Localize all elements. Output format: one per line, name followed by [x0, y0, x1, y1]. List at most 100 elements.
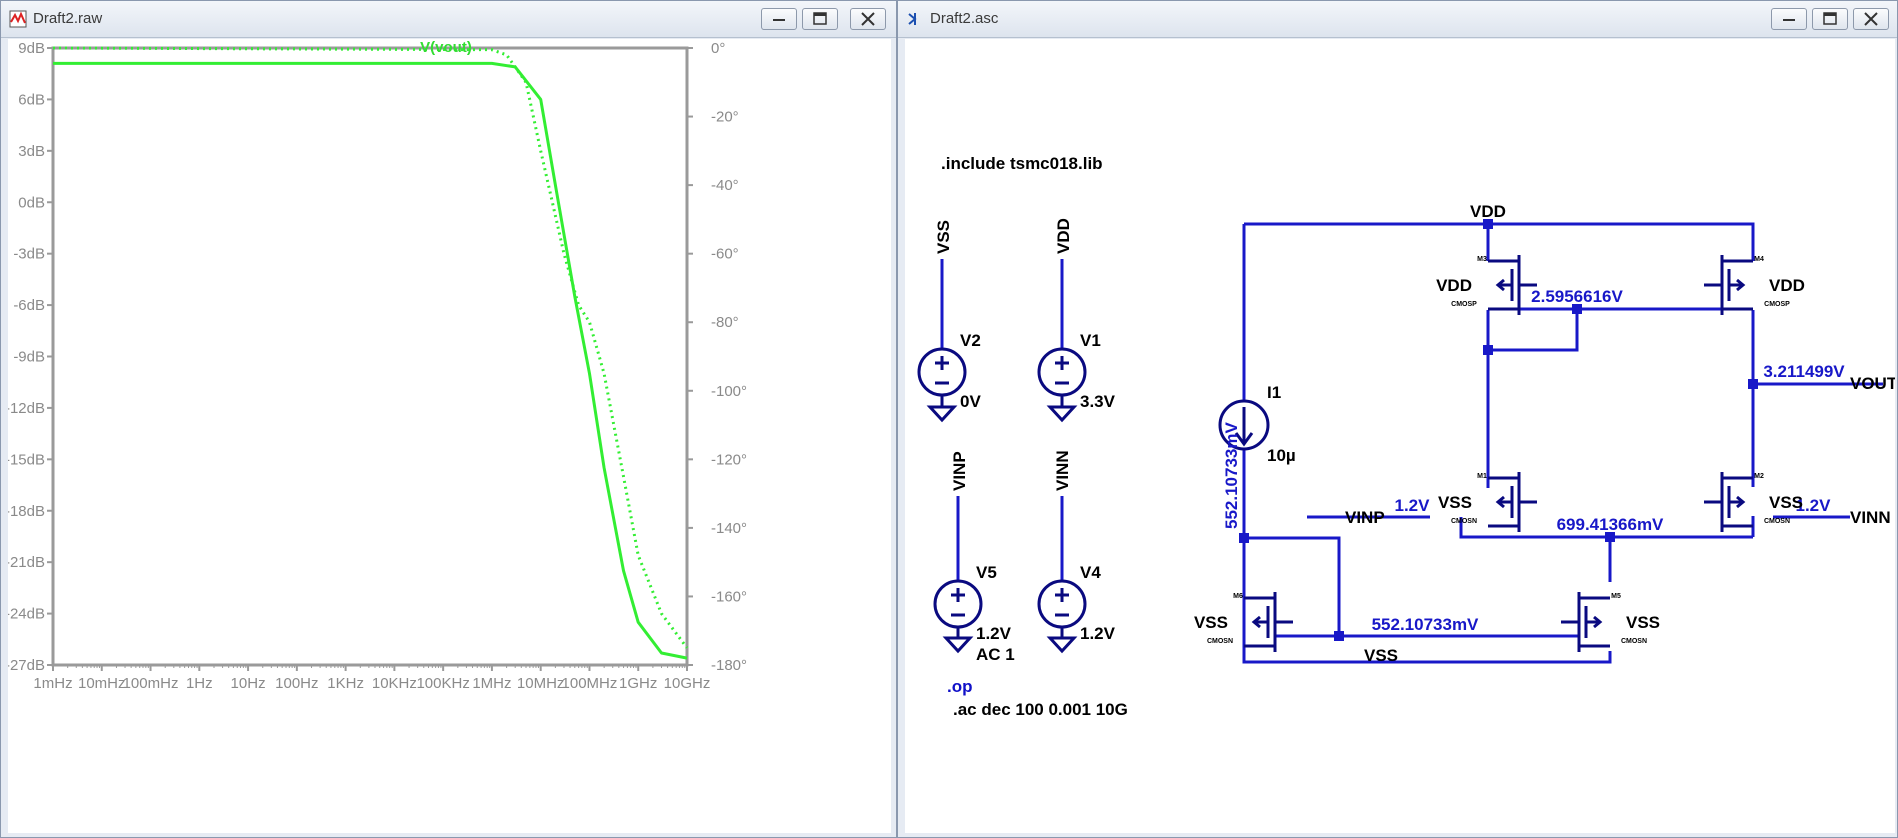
minimize-icon	[1783, 19, 1795, 21]
restore-icon	[813, 12, 827, 25]
plot-window-title: Draft2.raw	[33, 10, 103, 27]
mosfet-name: M6	[1233, 593, 1243, 600]
source-ac: AC 1	[976, 645, 1015, 664]
mosfet-model: CMOSN	[1621, 638, 1647, 645]
schematic-window[interactable]: Draft2.asc .include tsmc018.li	[897, 0, 1898, 838]
magnitude-trace[interactable]	[53, 61, 688, 660]
restore-icon	[1823, 12, 1837, 25]
y-left-tick-label: 9dB	[18, 40, 45, 57]
op-label-vinp-gate: 1.2V	[1395, 496, 1431, 515]
y-right-tick-label: -120°	[711, 451, 747, 468]
net-label-vdd: VDD	[1054, 218, 1073, 254]
source-v4[interactable]: VINN V4 1.2V	[1037, 450, 1116, 653]
plot-titlebar[interactable]: Draft2.raw	[1, 1, 896, 38]
x-tick-label: 10KHz	[372, 675, 417, 692]
minimize-button[interactable]	[761, 8, 797, 30]
source-v2[interactable]: VSS V2 0V	[917, 220, 981, 422]
mosfet-model: CMOSN	[1451, 518, 1477, 525]
source-v5[interactable]: VINP V5 1.2V AC 1	[933, 451, 1015, 664]
source-value: 1.2V	[976, 624, 1012, 643]
y-left-tick-label: -6dB	[13, 297, 45, 314]
x-tick-label: 1Hz	[186, 675, 213, 692]
x-tick-label: 10GHz	[664, 675, 711, 692]
x-tick-label: 1MHz	[472, 675, 511, 692]
schematic-app-icon	[908, 13, 917, 25]
mosfet-name: M1	[1477, 473, 1487, 480]
net-label-vdd: VDD	[1470, 202, 1506, 221]
source-name: V1	[1080, 331, 1101, 350]
close-button[interactable]	[850, 8, 886, 30]
x-tick-label: 100mHz	[123, 675, 179, 692]
source-value: 0V	[960, 392, 981, 411]
body-arrow-icon	[1729, 495, 1746, 509]
source-value: 1.2V	[1080, 624, 1116, 643]
schematic-titlebar[interactable]: Draft2.asc	[898, 1, 1897, 38]
op-label-tail: 699.41366mV	[1557, 515, 1664, 534]
mosfet-name: M5	[1611, 593, 1621, 600]
y-right-tick-label: -20°	[711, 109, 739, 126]
net-label-vinn: VINN	[1850, 508, 1891, 527]
body-label: VDD	[1436, 276, 1472, 295]
y-right-tick-label: -60°	[711, 246, 739, 263]
body-label: VSS	[1438, 493, 1472, 512]
body-label: VSS	[1194, 613, 1228, 632]
maximize-button[interactable]	[802, 8, 838, 30]
bode-plot[interactable]: 9dB6dB3dB0dB-3dB-6dB-9dB-12dB-15dB-18dB-…	[8, 39, 891, 833]
mosfet-name: M4	[1754, 256, 1764, 263]
mosfet-model: CMOSP	[1451, 301, 1477, 308]
source-value: 3.3V	[1080, 392, 1116, 411]
wires[interactable]	[1242, 222, 1883, 664]
ground-icon	[928, 405, 956, 422]
y-left-tick-label: -3dB	[13, 246, 45, 263]
body-label: VSS	[1626, 613, 1660, 632]
minimize-button[interactable]	[1771, 8, 1807, 30]
y-left-tick-label: 0dB	[18, 194, 45, 211]
y-left-tick-label: -18dB	[8, 503, 45, 520]
include-directive[interactable]: .include tsmc018.lib	[941, 154, 1103, 173]
y-right-tick-label: -140°	[711, 520, 747, 537]
schematic-drawing[interactable]: .include tsmc018.lib .op .ac dec 100 0.0…	[905, 39, 1895, 833]
x-tick-label: 100MHz	[562, 675, 618, 692]
junctions	[1239, 219, 1758, 641]
schematic-canvas[interactable]: .include tsmc018.lib .op .ac dec 100 0.0…	[905, 39, 1895, 833]
mosfet-model: CMOSN	[1764, 518, 1790, 525]
trace-label[interactable]: V(vout)	[420, 39, 472, 56]
x-tick-label: 10MHz	[517, 675, 565, 692]
component-value: 10µ	[1267, 446, 1296, 465]
ac-directive[interactable]: .ac dec 100 0.001 10G	[953, 700, 1128, 719]
minimize-icon	[773, 19, 785, 21]
op-label-vout: 3.211499V	[1763, 362, 1845, 381]
y-right-tick-label: -160°	[711, 588, 747, 605]
current-source-i1[interactable]: I1 10µ	[1218, 383, 1296, 465]
net-label-vss: VSS	[1364, 646, 1398, 665]
close-button[interactable]	[1853, 8, 1889, 30]
y-right-tick-label: 0°	[711, 40, 725, 57]
x-tick-label: 100Hz	[275, 675, 318, 692]
phase-trace[interactable]	[52, 46, 689, 649]
source-name: V5	[976, 563, 997, 582]
net-label-vinn: VINN	[1053, 450, 1072, 491]
op-label-bias-vertical: 552.10733mV	[1222, 422, 1241, 529]
y-right-tick-label: -100°	[711, 383, 747, 400]
arrow-down-icon	[1234, 407, 1254, 447]
body-arrow-icon	[1495, 278, 1512, 292]
op-directive[interactable]: .op	[947, 677, 973, 696]
mosfet-name: M2	[1754, 473, 1764, 480]
source-v1[interactable]: VDD V1 3.3V	[1037, 218, 1116, 422]
schematic-window-title: Draft2.asc	[930, 10, 999, 27]
source-name: V2	[960, 331, 981, 350]
x-tick-label: 1mHz	[33, 675, 72, 692]
component-name: I1	[1267, 383, 1281, 402]
y-left-tick-label: -27dB	[8, 657, 45, 674]
maximize-button[interactable]	[1812, 8, 1848, 30]
net-label-vss: VSS	[934, 220, 953, 254]
close-icon	[861, 12, 875, 26]
